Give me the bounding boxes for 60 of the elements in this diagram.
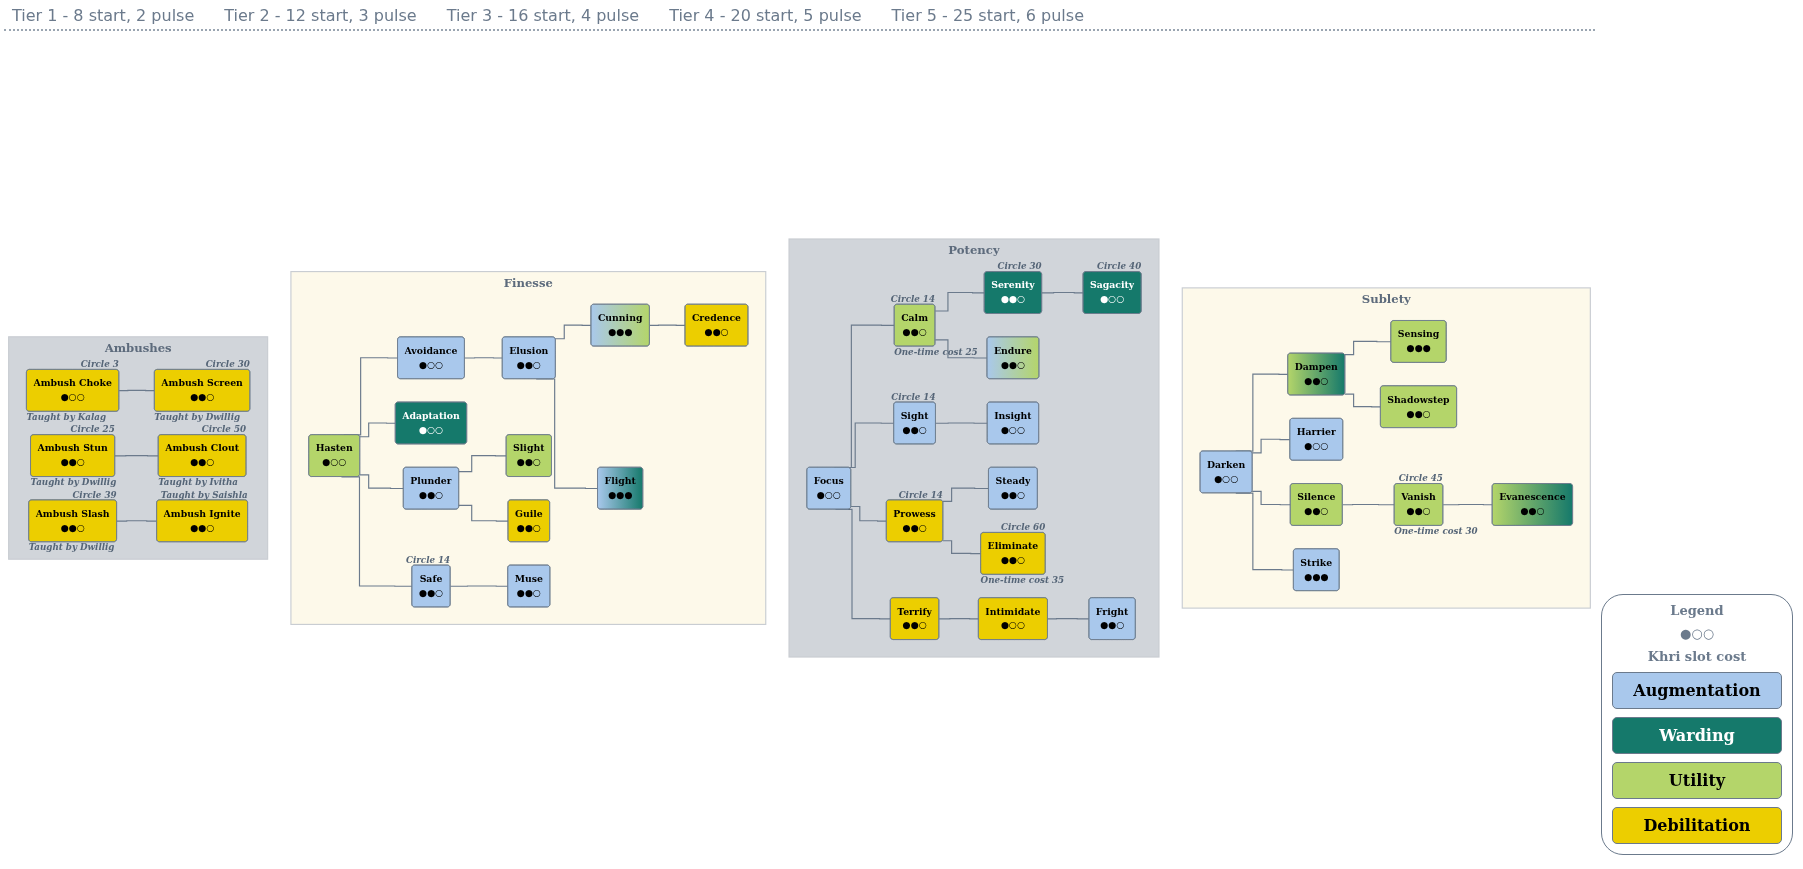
header-text: Tier 3 - 16 start, 4 pulse: [446, 6, 640, 25]
legend-swatch: Augmentation: [1612, 672, 1782, 709]
header-text: Tier 1 - 8 start, 2 pulse: [12, 6, 195, 25]
connector: [1344, 340, 1392, 356]
legend-swatch: Warding: [1612, 717, 1782, 754]
header-text: Tier 4 - 20 start, 5 pulse: [669, 6, 862, 25]
connector: [938, 618, 980, 620]
legend-text: ●○○: [1679, 626, 1715, 641]
node-annotation: One-time cost 25: [894, 346, 978, 357]
connector: [116, 520, 158, 522]
node-annotation: Circle 40: [1097, 261, 1142, 272]
header-text: Tier 5 - 25 start, 6 pulse: [891, 6, 1084, 25]
node-annotation: Circle 60: [1001, 522, 1046, 533]
legend-text: Khri slot cost: [1646, 649, 1748, 664]
connector: [934, 339, 988, 359]
connector: [359, 422, 397, 438]
connector: [649, 324, 686, 326]
connector: [1344, 393, 1382, 408]
connector: [554, 324, 592, 340]
node-annotation: Taught by Dwillig: [154, 412, 241, 423]
connector: [1342, 503, 1395, 506]
connector: [1041, 291, 1084, 294]
node-annotation: Circle 14: [406, 554, 451, 565]
node-annotation: Circle 14: [890, 293, 935, 304]
node-annotation: Circle 39: [72, 489, 117, 500]
node-annotation: Circle 25: [70, 424, 115, 435]
connector: [1251, 490, 1292, 506]
node-annotation: Taught by Dwillig: [30, 477, 117, 488]
connector: [114, 455, 160, 457]
node-annotation: Circle 14: [898, 489, 943, 500]
node-annotation: Circle 30: [205, 359, 250, 370]
node-annotation: Circle 45: [1398, 473, 1443, 484]
node-annotation: Circle 14: [891, 391, 936, 402]
node-annotation: Circle 30: [997, 261, 1042, 272]
legend-text: Legend: [1669, 603, 1725, 618]
node-annotation: Taught by Saishla: [160, 489, 248, 500]
node-annotation: Circle 3: [80, 359, 119, 370]
connector: [942, 540, 982, 555]
connector: [1047, 618, 1090, 620]
header-text: Tier 2 - 12 start, 3 pulse: [224, 6, 417, 25]
connector: [942, 487, 990, 502]
connector: [458, 504, 509, 522]
connector: [1442, 503, 1493, 506]
node-annotation: Circle 50: [201, 424, 247, 435]
connector: [934, 291, 986, 312]
connector: [464, 357, 504, 359]
connector: [449, 585, 509, 587]
connector: [359, 474, 405, 490]
connector: [1251, 438, 1291, 454]
connector: [935, 422, 989, 424]
node-annotation: Taught by Kalag: [26, 412, 107, 423]
node-annotation: One-time cost 35: [980, 575, 1065, 586]
legend-swatch: Debilitation: [1612, 807, 1782, 844]
connector: [850, 505, 888, 522]
legend-swatch: Utility: [1612, 762, 1782, 799]
node-annotation: Taught by Ivitha: [158, 477, 238, 488]
connector: [118, 389, 156, 392]
node-annotation: Taught by Dwillig: [28, 542, 115, 553]
node-annotation: One-time cost 30: [1394, 526, 1478, 537]
connector: [458, 455, 507, 473]
